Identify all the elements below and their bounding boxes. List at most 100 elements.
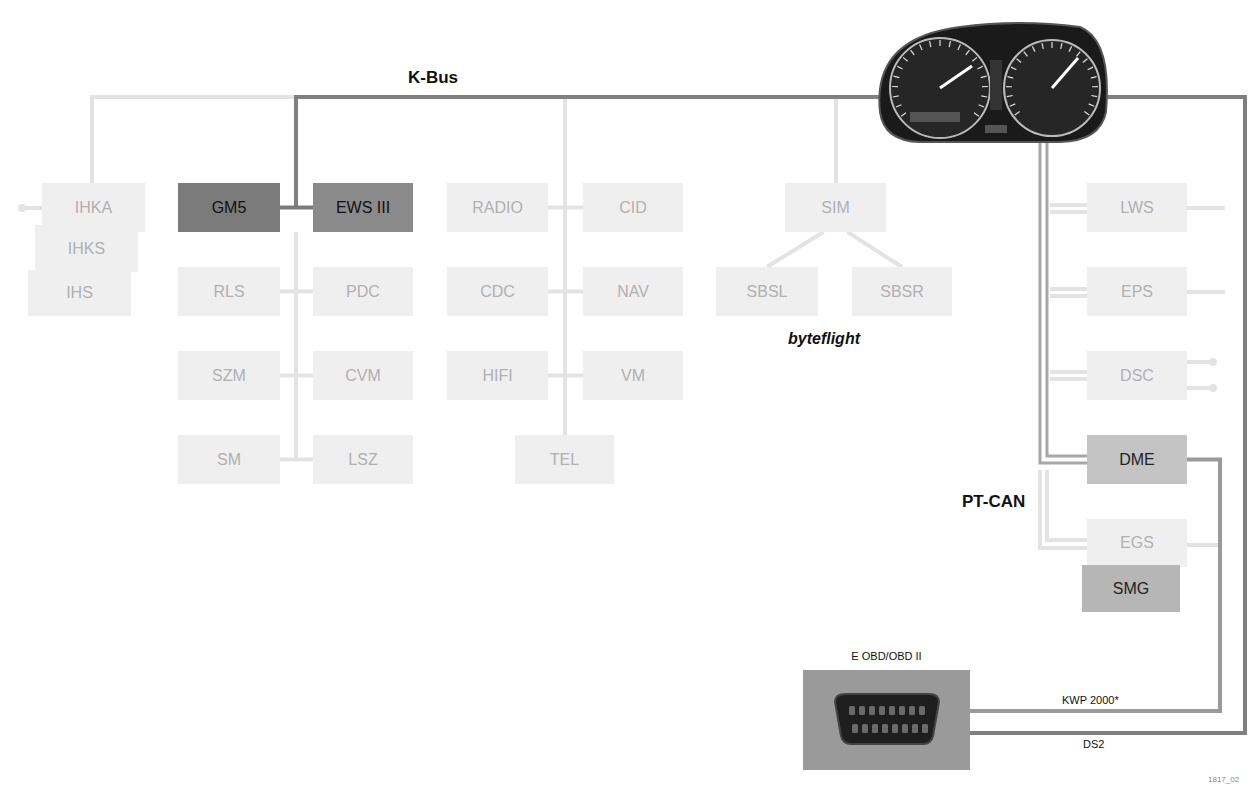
module-box: RLS: [178, 267, 280, 316]
module-box: SBSR: [852, 267, 952, 316]
module-box: RADIO: [447, 183, 548, 232]
pin: [922, 724, 928, 733]
tick: [911, 50, 915, 55]
pin: [882, 724, 888, 733]
tick: [894, 76, 900, 77]
tick: [930, 41, 931, 47]
bus-name: PT-CAN: [962, 492, 1025, 512]
module-name: DSC: [1120, 367, 1154, 385]
pin: [859, 706, 865, 715]
module-name: PDC: [346, 283, 380, 301]
module-box: DME: [1087, 435, 1187, 484]
tick: [1051, 42, 1052, 48]
module-name: SMG: [1113, 580, 1149, 598]
figure-number: 1817_02: [1208, 775, 1239, 784]
tick: [893, 96, 899, 97]
connector-shell: [835, 694, 939, 744]
tick: [1084, 112, 1089, 116]
tick: [1011, 67, 1016, 70]
k-bus-lines: [296, 97, 1245, 733]
tachometer: [1004, 40, 1100, 136]
display: [985, 125, 1007, 133]
module-box: SMG: [1082, 565, 1180, 612]
tick: [1077, 52, 1081, 57]
tick: [1042, 43, 1043, 49]
bus-connector: [280, 374, 313, 378]
module-box: IHS: [28, 270, 131, 316]
needle: [940, 66, 972, 88]
pin: [849, 706, 855, 715]
display: [910, 112, 960, 122]
pin: [912, 724, 918, 733]
module-name: SBSR: [880, 283, 924, 301]
module-box: CDC: [447, 267, 548, 316]
module-name: CVM: [345, 367, 381, 385]
bus-name: byteflight: [788, 330, 860, 348]
module-box: HIFI: [447, 351, 548, 400]
module-box: EWS III: [313, 183, 413, 232]
diagnostic-socket: E OBD/OBD II: [803, 670, 970, 770]
module-box: VM: [583, 351, 683, 400]
bus-connector: [280, 290, 313, 294]
bus-line: [24, 206, 42, 210]
module-box: DSC: [1087, 351, 1187, 400]
bus-connector: [848, 232, 903, 267]
tick: [977, 66, 982, 69]
tick: [1088, 67, 1093, 70]
bus-line: [1050, 372, 1087, 379]
module-box: IHKS: [35, 225, 138, 272]
tick: [1089, 104, 1095, 106]
pin: [862, 724, 868, 733]
module-box: CVM: [313, 351, 413, 400]
tick: [1006, 86, 1012, 87]
tick: [1091, 95, 1097, 96]
module-box: TEL: [515, 435, 614, 484]
bus-terminal: [1209, 358, 1217, 366]
tick: [896, 105, 902, 107]
bus-connector: [548, 290, 583, 294]
tick: [981, 96, 987, 97]
module-name: RLS: [213, 283, 244, 301]
pt-can-line: [1040, 140, 1087, 463]
tick: [949, 41, 950, 47]
gateway-box: GM5: [178, 183, 280, 232]
module-name: SIM: [821, 199, 849, 217]
module-name: GM5: [212, 199, 247, 217]
bus-line: [1050, 205, 1087, 212]
needle: [1052, 58, 1078, 88]
module-box: CID: [583, 183, 683, 232]
tick: [979, 105, 985, 107]
obd-connector: [803, 670, 970, 770]
tick: [903, 57, 908, 61]
tick: [1007, 95, 1013, 96]
pt-can-line: [1047, 140, 1087, 456]
pale-bus-lines: [24, 97, 1225, 548]
instrument-cluster: [879, 23, 1107, 142]
gauge-ticks: [892, 40, 1098, 116]
bus-terminal: [1209, 384, 1217, 392]
tick: [982, 86, 988, 87]
ds2-line: [970, 97, 1245, 733]
bus-line: [563, 97, 567, 435]
tick: [1069, 46, 1072, 51]
tick: [958, 45, 961, 50]
protocol-label: DS2: [1083, 738, 1104, 750]
pin: [899, 706, 905, 715]
bus-connector: [767, 232, 824, 267]
bus-connector: [280, 458, 313, 462]
module-name: SM: [217, 451, 241, 469]
bus-line: [834, 97, 838, 183]
module-name: LWS: [1120, 199, 1153, 217]
tick: [1015, 112, 1020, 116]
module-name: EWS III: [336, 199, 390, 217]
tick: [892, 86, 898, 87]
module-box: SZM: [178, 351, 280, 400]
socket-heading: E OBD/OBD II: [803, 650, 970, 662]
module-name: NAV: [617, 283, 649, 301]
pin: [872, 724, 878, 733]
indicator-lights: [990, 60, 1002, 110]
tick: [966, 50, 970, 55]
pin: [889, 706, 895, 715]
tick: [972, 57, 977, 61]
tick: [1032, 46, 1035, 51]
